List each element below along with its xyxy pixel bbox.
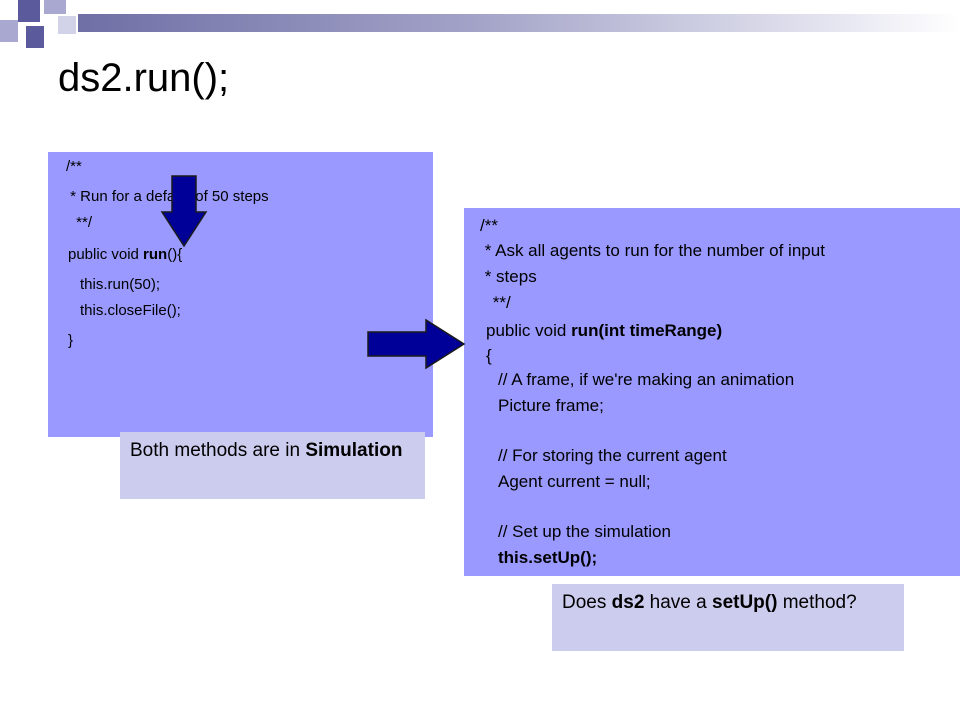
- note-text: Does: [562, 592, 612, 613]
- code-line: * Ask all agents to run for the number o…: [480, 241, 825, 260]
- code-line: * steps: [480, 267, 537, 286]
- right-arrow-icon: [367, 318, 466, 370]
- code-line: /**: [66, 158, 82, 175]
- code-line-signature: public void run(){: [68, 246, 182, 263]
- code-line: Agent current = null;: [498, 472, 651, 491]
- note-bold-variable: ds2: [611, 592, 645, 613]
- code-block-run-timerange: /** * Ask all agents to run for the numb…: [464, 208, 960, 576]
- code-method-name: run: [143, 246, 168, 263]
- decor-square: [0, 20, 18, 42]
- code-keyword: public void: [486, 321, 572, 340]
- code-line-signature: public void run(int timeRange): [486, 321, 722, 341]
- code-method-signature: run(int timeRange): [571, 321, 723, 340]
- note-bold-method: setUp(): [712, 592, 778, 613]
- code-line: // Set up the simulation: [498, 522, 671, 541]
- decor-square: [18, 0, 40, 22]
- code-line: this.setUp();: [498, 548, 598, 567]
- header-gradient-bar: [78, 14, 960, 32]
- code-line: Picture frame;: [498, 396, 604, 415]
- note-text: Both methods are in: [130, 440, 306, 461]
- code-line: this.closeFile();: [80, 302, 181, 319]
- note-bold-class: Simulation: [305, 440, 403, 461]
- decor-square: [26, 26, 44, 48]
- decor-square: [44, 0, 66, 14]
- down-arrow-icon: [160, 175, 208, 248]
- code-block-run-default: /** * Run for a default of 50 steps **/ …: [48, 152, 433, 437]
- decor-square: [58, 16, 76, 34]
- code-line: /**: [480, 216, 498, 235]
- code-line: {: [486, 346, 492, 365]
- code-line: **/: [72, 214, 93, 231]
- note-both-methods: Both methods are in Simulation: [120, 432, 425, 499]
- code-line: this.run(50);: [80, 276, 161, 293]
- slide-title: ds2.run();: [58, 56, 230, 100]
- code-line: }: [68, 332, 74, 349]
- code-line: // For storing the current agent: [498, 446, 727, 465]
- code-signature-tail: (){: [167, 246, 183, 263]
- code-keyword: public void: [68, 246, 144, 263]
- note-setup-question: Does ds2 have a setUp() method?: [552, 584, 904, 651]
- note-text: method?: [777, 592, 857, 613]
- note-text: have a: [644, 592, 712, 613]
- code-line: // A frame, if we're making an animation: [498, 370, 795, 389]
- code-line: **/: [488, 293, 511, 312]
